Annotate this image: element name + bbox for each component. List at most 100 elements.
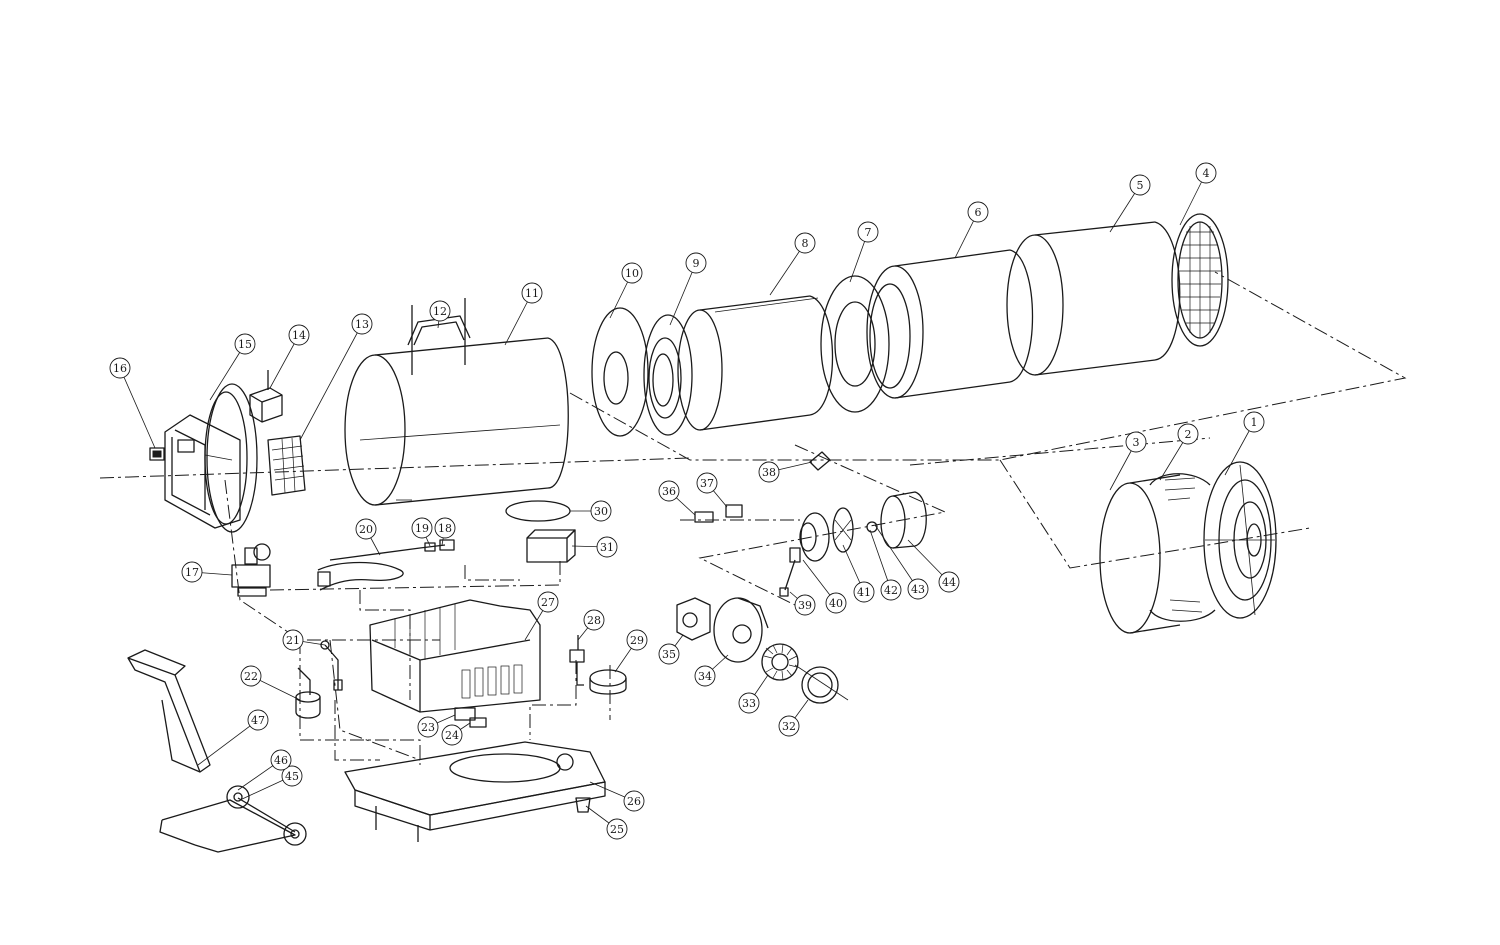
callout-number: 31 — [600, 541, 614, 554]
part-41-burner-head — [799, 512, 830, 562]
callout-number: 40 — [829, 597, 843, 610]
callout-circle — [181, 561, 203, 583]
callout-26: 26 — [589, 781, 645, 812]
callout-number: 32 — [782, 720, 796, 733]
part-34-fan-housing — [713, 597, 769, 663]
callout-21: 21 — [282, 629, 326, 651]
callout-number: 37 — [700, 477, 714, 490]
callout-number: 7 — [865, 226, 872, 239]
callout-14: 14 — [269, 324, 310, 389]
callout-36: 36 — [658, 480, 696, 516]
part-47-handle-frame — [127, 649, 211, 773]
callout-circle — [738, 692, 760, 714]
part-19-connector — [424, 542, 436, 552]
callout-number: 25 — [610, 823, 624, 836]
callout-42: 42 — [869, 529, 902, 601]
callout-circle — [907, 578, 929, 600]
callout-circle — [1195, 162, 1217, 184]
callout-leader-line — [874, 524, 919, 590]
callout-9: 9 — [669, 252, 707, 326]
callout-number: 20 — [359, 523, 373, 536]
part-23-sensor — [454, 707, 476, 721]
callout-circle — [621, 262, 643, 284]
callout-number: 3 — [1133, 436, 1140, 449]
part-16-switch — [149, 447, 165, 461]
callout-circle — [411, 517, 433, 539]
assembly-axis-lines — [99, 271, 1407, 765]
callout-circle — [938, 571, 960, 593]
callout-number: 35 — [662, 648, 676, 661]
callout-37: 37 — [696, 472, 728, 508]
callout-number: 42 — [884, 584, 898, 597]
callout-number: 43 — [911, 583, 925, 596]
callout-circle — [825, 592, 847, 614]
callout-circle — [434, 517, 456, 539]
part-37-connector — [725, 504, 743, 518]
callout-number: 23 — [421, 721, 435, 734]
callout-number: 16 — [113, 362, 127, 375]
callout-circle — [583, 609, 605, 631]
part-5-outer-cylinder — [1006, 221, 1181, 376]
callout-circle — [537, 591, 559, 613]
callout-27: 27 — [524, 591, 559, 641]
callout-19: 19 — [411, 517, 433, 547]
part-1-wire-guard — [1203, 461, 1277, 619]
callout-circle — [857, 221, 879, 243]
callout-circle — [696, 472, 718, 494]
part-13-board — [267, 435, 306, 496]
part-14-component — [249, 370, 283, 423]
callout-number: 9 — [693, 257, 700, 270]
callout-number: 38 — [762, 466, 776, 479]
callout-20: 20 — [355, 518, 381, 556]
part-27-frame — [369, 599, 541, 713]
callout-circle — [967, 201, 989, 223]
callout-circle — [658, 480, 680, 502]
callout-circle — [109, 357, 131, 379]
callout-number: 24 — [445, 729, 459, 742]
callout-number: 21 — [286, 634, 300, 647]
callout-leader-line — [119, 367, 156, 449]
part-24-clip — [469, 717, 487, 728]
callout-labels: 1234567891011121314151617181920212223242… — [109, 162, 1265, 840]
callout-41: 41 — [842, 544, 875, 603]
part-45-axle-frame — [159, 797, 296, 853]
callout-18: 18 — [434, 517, 456, 546]
callout-38: 38 — [758, 461, 813, 483]
callout-circle — [694, 665, 716, 687]
callout-number: 4 — [1203, 167, 1210, 180]
part-21-fuel-pipe — [320, 640, 343, 691]
callout-3: 3 — [1109, 431, 1147, 491]
callout-number: 27 — [541, 596, 555, 609]
part-7-ring — [820, 275, 890, 413]
callout-33: 33 — [738, 674, 769, 714]
callout-circle — [590, 500, 612, 522]
callout-number: 10 — [625, 267, 639, 280]
callout-12: 12 — [429, 300, 451, 329]
callout-number: 6 — [975, 206, 982, 219]
callout-leader-line — [299, 323, 363, 441]
callout-number: 30 — [594, 505, 608, 518]
callout-circle — [758, 461, 780, 483]
part-17-pump — [231, 543, 271, 597]
callout-leader-line — [197, 719, 259, 766]
part-8-chamber — [677, 295, 834, 431]
callout-46: 46 — [237, 749, 292, 791]
callout-4: 4 — [1179, 162, 1217, 226]
callout-13: 13 — [299, 313, 373, 441]
callout-number: 8 — [802, 237, 809, 250]
part-38-bracket — [809, 451, 831, 471]
callout-number: 39 — [798, 599, 812, 612]
callout-5: 5 — [1109, 174, 1151, 233]
callout-25: 25 — [585, 805, 628, 840]
callout-number: 29 — [630, 634, 644, 647]
callout-31: 31 — [571, 536, 618, 558]
callout-1: 1 — [1224, 411, 1265, 476]
callout-circle — [1243, 411, 1265, 433]
callout-number: 13 — [355, 318, 369, 331]
callout-circle — [282, 629, 304, 651]
callout-leader-line — [669, 262, 697, 326]
part-22-filter — [295, 667, 321, 719]
part-15-rear-housing — [164, 383, 258, 533]
callout-circle — [234, 333, 256, 355]
